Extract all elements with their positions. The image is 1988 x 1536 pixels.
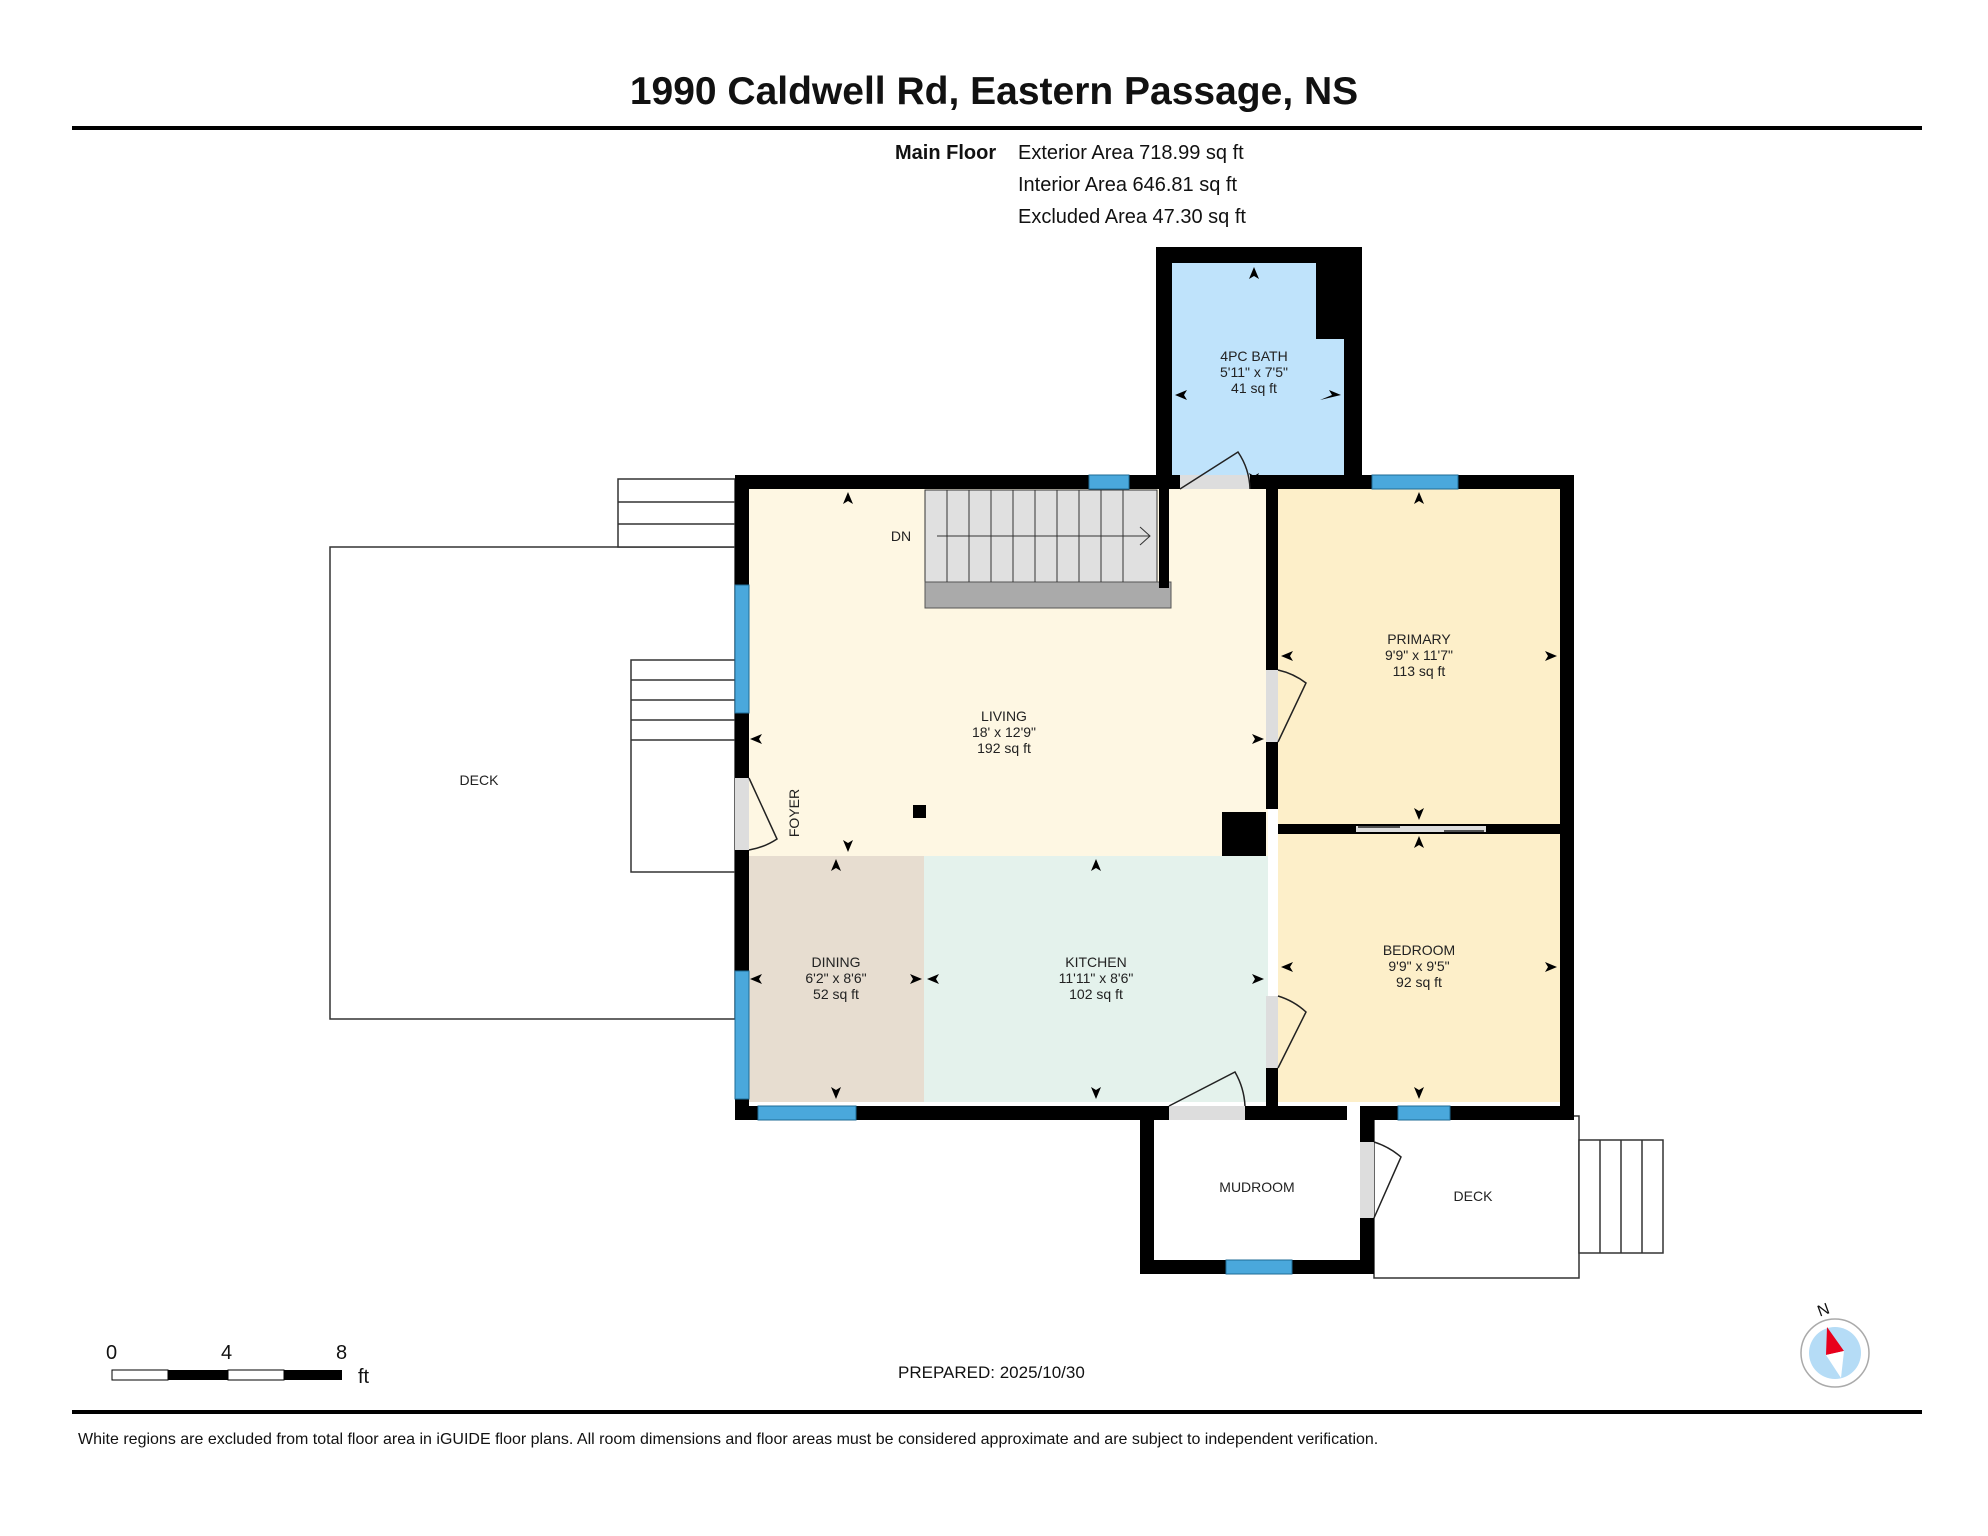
room-mudroom [1167,1116,1360,1259]
compass-icon [1800,1318,1870,1388]
scale-tick-0: 0 [106,1342,118,1364]
room-dims: 6'2" x 8'6" [805,970,867,986]
prepared-date: PREPARED: 2025/10/30 [898,1363,1085,1382]
room-area: 102 sq ft [1069,986,1123,1002]
room-bath [1172,263,1344,489]
room-name: PRIMARY [1387,631,1451,647]
room-label-kitchen: KITCHEN 11'11" x 8'6" 102 sq ft [1059,954,1134,1002]
scale-bar [111,1369,342,1381]
floor-name: Main Floor [895,142,997,164]
room-area: 52 sq ft [813,986,859,1002]
room-dims: 9'9" x 11'7" [1385,647,1453,663]
doors [735,450,1486,1219]
room-kitchen [924,856,1268,1102]
interior-area: Interior Area 646.81 sq ft [1018,174,1238,196]
windows [734,474,1459,1275]
room-dims: 5'11" x 7'5" [1220,364,1288,380]
scale-tick-4: 4 [221,1342,233,1364]
room-dims: 11'11" x 8'6" [1058,970,1134,986]
room-area: 41 sq ft [1231,380,1277,396]
room-label-bedroom: BEDROOM 9'9" x 9'5" 92 sq ft [1383,942,1455,990]
room-dims: 18' x 12'9" [971,724,1037,740]
exterior-area: Exterior Area 718.99 sq ft [1018,142,1244,164]
exterior-steps-top [617,478,736,548]
room-name: 4PC BATH [1220,348,1288,364]
footer-divider [72,1410,1922,1414]
room-dims: 9'9" x 9'5" [1388,958,1450,974]
room-primary [1278,488,1560,824]
page-title: 1990 Caldwell Rd, Eastern Passage, NS [629,70,1359,113]
room-bedroom [1278,832,1560,1102]
disclaimer: White regions are excluded from total fl… [78,1431,1379,1448]
stairs-label: DN [890,528,912,544]
room-label-primary: PRIMARY 9'9" x 11'7" 113 sq ft [1385,631,1453,679]
room-name: DINING [811,954,861,970]
foyer-label: FOYER [786,788,802,838]
exterior-steps-mid [630,659,736,873]
room-label-living: LIVING 18' x 12'9" 192 sq ft [972,708,1036,756]
room-label-deck-right: DECK [1453,1188,1493,1204]
interior-stairs [924,489,1172,609]
room-area: 92 sq ft [1396,974,1442,990]
room-label-dining: DINING 6'2" x 8'6" 52 sq ft [805,954,866,1002]
scale-unit: ft [358,1366,370,1388]
scale-tick-8: 8 [336,1342,348,1364]
room-label-mudroom: MUDROOM [1219,1179,1295,1195]
room-name: KITCHEN [1065,954,1127,970]
room-label-deck-left: DECK [459,772,499,788]
room-area: 192 sq ft [977,740,1031,756]
room-label-bath: 4PC BATH 5'11" x 7'5" 41 sq ft [1220,348,1288,396]
header-divider [72,126,1922,130]
dimension-arrows [750,267,1557,1099]
room-dining [746,856,924,1102]
exterior-steps-right [1578,1139,1664,1254]
room-name: BEDROOM [1382,942,1456,958]
room-name: LIVING [981,708,1027,724]
room-area: 113 sq ft [1392,663,1446,679]
excluded-area: Excluded Area 47.30 sq ft [1018,206,1246,228]
